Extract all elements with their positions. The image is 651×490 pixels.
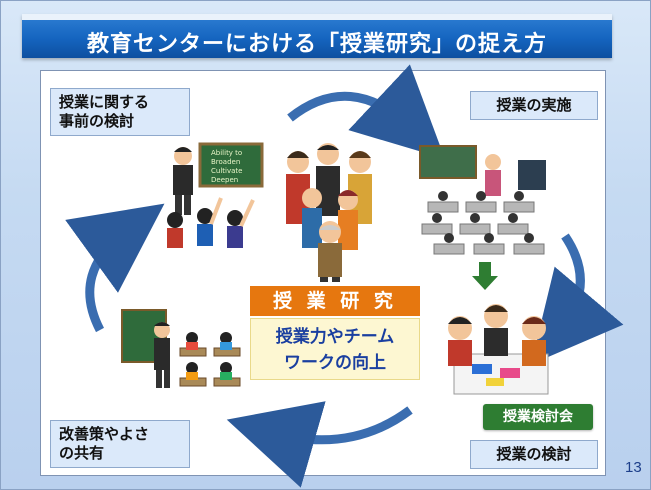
- arrow-top: [287, 64, 445, 159]
- title-bar: 教育センターにおける「授業研究」の捉え方: [22, 14, 612, 58]
- svg-text:Ability to: Ability to: [211, 149, 242, 157]
- label-improvement: 改善策やよさ の共有: [50, 420, 190, 468]
- review-meeting-badge: 授業検討会: [483, 404, 593, 430]
- center-subtitle-line1: 授業力やチーム: [275, 327, 395, 347]
- improvement-illustration: [121, 309, 241, 388]
- center-subtitle-line2: ワークの向上: [284, 353, 386, 373]
- label-improvement-line2: の共有: [59, 444, 105, 462]
- slide-title: 教育センターにおける「授業研究」の捉え方: [86, 32, 547, 57]
- center-subtitle-box: 授業力やチーム ワークの向上: [250, 318, 420, 380]
- svg-text:Cultivate: Cultivate: [211, 167, 242, 175]
- page-number: 13: [625, 459, 642, 476]
- label-pre-study: 授業に関する 事前の検討: [50, 88, 190, 136]
- arrow-right: [530, 233, 624, 365]
- review-meeting-illustration: [448, 304, 549, 395]
- label-review: 授業の検討: [470, 440, 598, 469]
- label-improvement-line1: 改善策やよさ: [59, 425, 150, 443]
- label-pre-study-line2: 事前の検討: [59, 112, 135, 130]
- label-implementation: 授業の実施: [470, 91, 598, 120]
- svg-text:Broaden: Broaden: [211, 158, 240, 166]
- down-arrow-icon: [472, 262, 498, 290]
- pre-study-illustration: Ability to Broaden Cultivate Deepen: [167, 142, 264, 248]
- center-title: 授 業 研 究: [250, 286, 420, 316]
- classroom-illustration: [419, 145, 546, 255]
- svg-text:Deepen: Deepen: [211, 176, 238, 184]
- teachers-group-illustration: [286, 143, 372, 282]
- label-pre-study-line1: 授業に関する: [59, 93, 150, 111]
- arrow-left: [65, 203, 165, 333]
- arrow-bottom: [226, 401, 413, 488]
